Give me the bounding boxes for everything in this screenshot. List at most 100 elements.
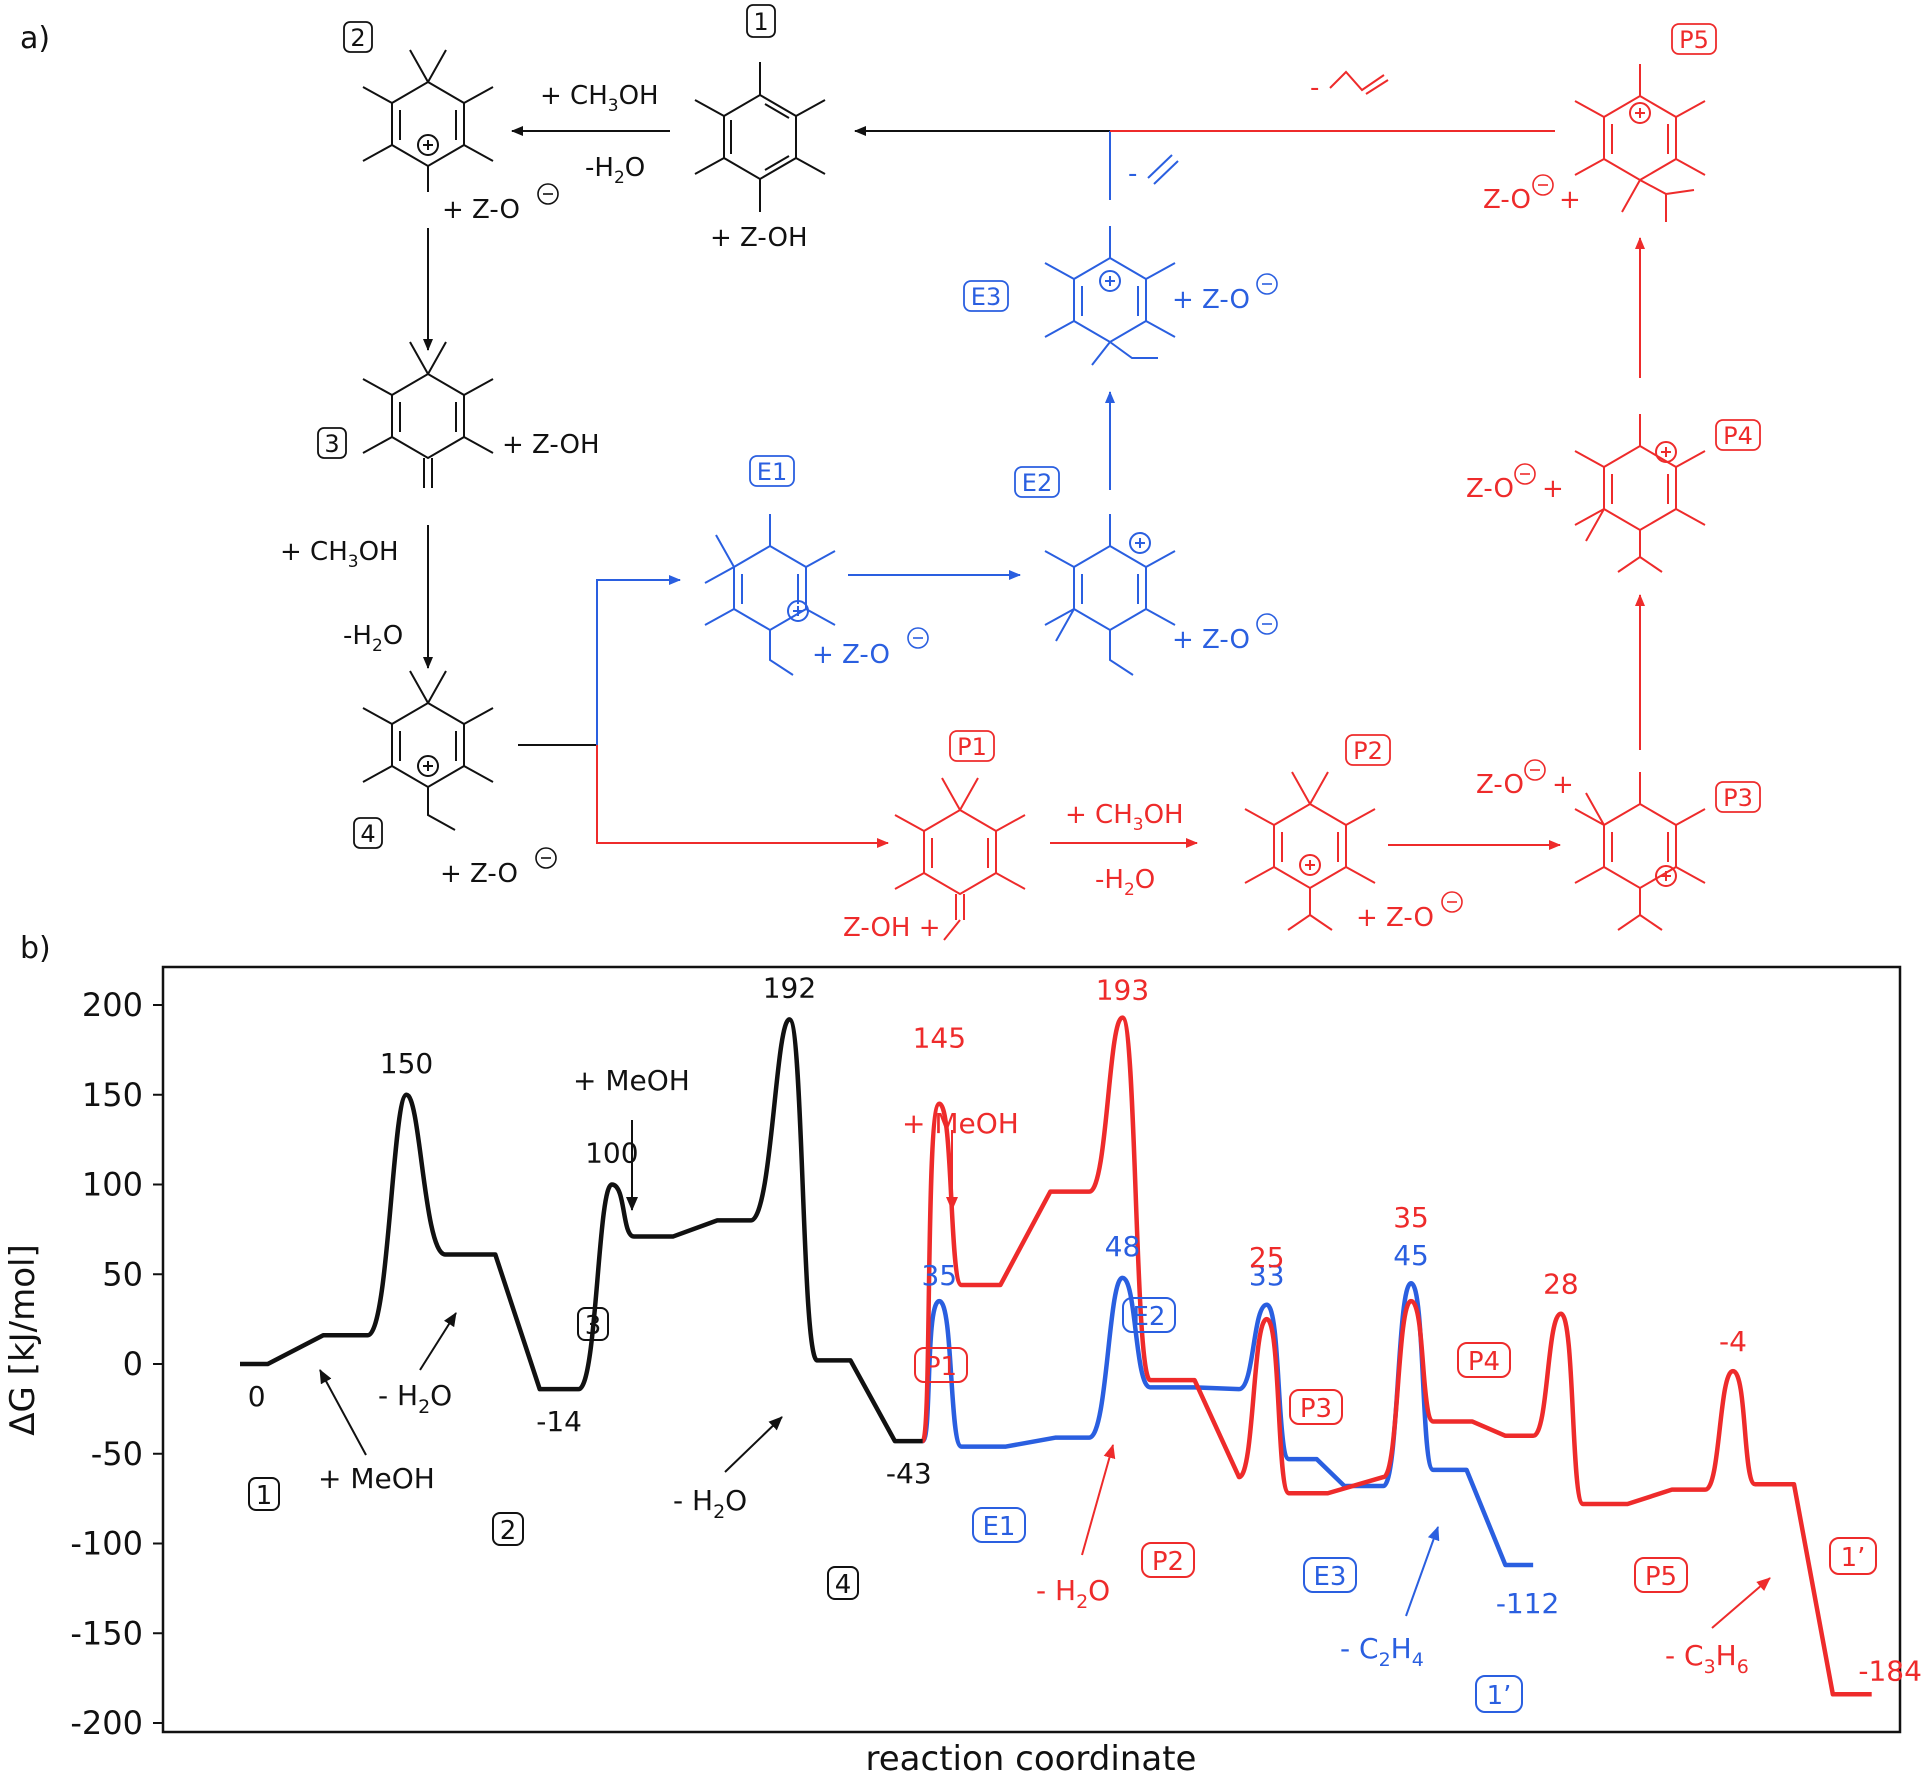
- reagent-z-o-4: + Z-O: [440, 859, 518, 889]
- reaction-scheme: a) 1 + Z-OH + CH3OH -H2O 2 + Z-O 3 + Z-O…: [20, 4, 1761, 943]
- y-tick-label: 150: [82, 1076, 143, 1114]
- state-label-2: 2: [500, 1516, 517, 1546]
- state-box-2: [492, 1512, 524, 1546]
- label-box-E3: [963, 280, 1009, 312]
- annotation-minus-c2h4: - C2H4: [1340, 1632, 1424, 1671]
- value-label: 48: [1105, 1230, 1141, 1263]
- annotation-arrow: [1711, 1577, 1771, 1629]
- molecule-3: [362, 341, 494, 488]
- label-box-2: [343, 21, 373, 53]
- y-tick-label: -50: [91, 1435, 143, 1473]
- value-label: -43: [886, 1457, 932, 1490]
- reagent-z-oh-1: + Z-OH: [710, 223, 808, 253]
- annotation-minus-h2o-1: - H2O: [378, 1379, 452, 1418]
- state-label-4: 4: [835, 1570, 852, 1600]
- reagent-z-o-P2: + Z-O: [1356, 903, 1434, 933]
- label-E2: E2: [1022, 469, 1052, 497]
- reagent-z-o-2: + Z-O: [442, 195, 520, 225]
- state-box-4: [827, 1566, 859, 1600]
- label-P4: P4: [1723, 422, 1753, 450]
- value-label: -112: [1496, 1587, 1560, 1620]
- molecule-P3: [1574, 772, 1706, 931]
- state-box-1prime-blue: [1475, 1675, 1523, 1713]
- panel-b-label: b): [20, 931, 51, 966]
- state-box-1: [248, 1477, 280, 1511]
- state-box-P2: [1141, 1542, 1195, 1578]
- minus-charge-icon: [1441, 891, 1463, 913]
- state-label-1: 1: [256, 1481, 273, 1511]
- value-label: -14: [536, 1405, 582, 1438]
- state-label-P5: P5: [1645, 1562, 1677, 1592]
- molecule-1: [694, 62, 826, 212]
- x-axis-label: reaction coordinate: [866, 1739, 1197, 1777]
- y-tick-label: -100: [70, 1525, 143, 1563]
- annotation-arrow: [1081, 1444, 1116, 1556]
- minus-charge-icon: [907, 627, 929, 649]
- value-label: 192: [763, 971, 816, 1004]
- arrow-4-to-E1: [596, 575, 681, 745]
- annotation-arrow: [319, 1369, 367, 1456]
- label-P3: P3: [1723, 784, 1753, 812]
- label-P2: P2: [1353, 737, 1383, 765]
- state-box-E2: [1122, 1297, 1176, 1333]
- minus-charge-icon: [1532, 174, 1554, 196]
- y-tick-label: 50: [102, 1255, 143, 1293]
- label-4: 4: [360, 820, 375, 848]
- series-line-2: [920, 1015, 1872, 1697]
- minus-charge-icon: [537, 183, 559, 205]
- reagent-z-o-P5: Z-O+: [1483, 185, 1581, 215]
- y-tick-label: 0: [123, 1345, 143, 1383]
- minus-charge-icon: [1524, 759, 1546, 781]
- value-label: 150: [380, 1047, 433, 1080]
- minus-charge-icon: [535, 847, 557, 869]
- annotation-arrow: [419, 1312, 457, 1371]
- state-box-P3: [1289, 1389, 1343, 1425]
- state-label-3: 3: [585, 1311, 602, 1341]
- state-label-1prime-red: 1’: [1841, 1543, 1866, 1573]
- reagent-add-ch3oh-3: + CH3OH: [280, 537, 399, 572]
- label-2: 2: [350, 24, 365, 52]
- minus-charge-icon: [1256, 273, 1278, 295]
- label-box-P4: [1715, 419, 1761, 451]
- reagent-z-oh-P1: Z-OH +: [843, 913, 941, 943]
- state-box-P5: [1634, 1557, 1688, 1593]
- label-1: 1: [753, 8, 768, 36]
- annotation-minus-c3h6: - C3H6: [1665, 1639, 1749, 1678]
- state-label-E2: E2: [1133, 1302, 1166, 1332]
- state-label-1prime-blue: 1’: [1487, 1681, 1512, 1711]
- label-box-E1: [749, 455, 795, 487]
- reagent-add-ch3oh-1: + CH3OH: [540, 81, 659, 116]
- reagent-minus-h2o-3: -H2O: [343, 621, 403, 656]
- label-box-P1: [949, 730, 995, 762]
- label-P1: P1: [957, 733, 987, 761]
- annotation-add-meoh-1: + MeOH: [318, 1462, 435, 1495]
- value-labels: 0150-14100192-4335483345-112145193253528…: [248, 971, 1922, 1687]
- state-box-P4: [1457, 1342, 1511, 1378]
- y-tick-label: 200: [82, 986, 143, 1024]
- series-line-0: [240, 1017, 923, 1444]
- value-label: 35: [1393, 1201, 1429, 1234]
- y-tick-label: 100: [82, 1166, 143, 1204]
- value-label: 145: [913, 1022, 966, 1055]
- state-label-P2: P2: [1152, 1547, 1184, 1577]
- molecule-P4: [1574, 414, 1706, 573]
- series-line-1: [920, 1275, 1534, 1568]
- reagent-z-o-P4: Z-O+: [1466, 474, 1564, 504]
- minus-propene: -: [1310, 73, 1319, 103]
- annotation-minus-h2o-2: - H2O: [673, 1484, 747, 1523]
- label-box-4: [353, 817, 383, 849]
- value-label: 25: [1249, 1241, 1285, 1274]
- reagent-z-o-E2: + Z-O: [1172, 625, 1250, 655]
- molecule-4: [362, 670, 494, 831]
- value-label: -4: [1719, 1325, 1747, 1358]
- state-box-E3: [1303, 1557, 1357, 1593]
- panel-a-label: a): [20, 21, 50, 56]
- label-3: 3: [324, 430, 339, 458]
- molecule-P5: [1574, 64, 1706, 222]
- value-label: -184: [1858, 1654, 1922, 1687]
- propene-icon: [1329, 70, 1389, 95]
- y-tick-label: -200: [70, 1704, 143, 1742]
- ethene-icon: [1147, 154, 1179, 185]
- value-label: 33: [1249, 1259, 1285, 1292]
- molecule-E3: [1044, 226, 1176, 366]
